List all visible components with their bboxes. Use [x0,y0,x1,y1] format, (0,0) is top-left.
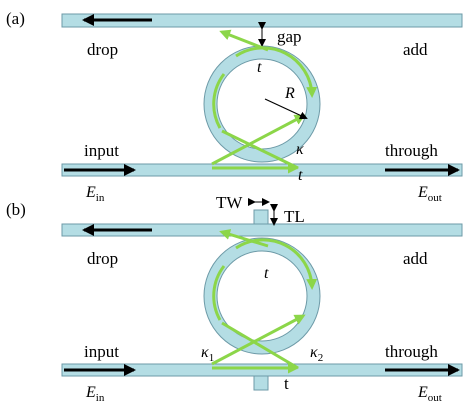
panel-a-light-ring-arc-left [212,73,226,129]
panel-b-light-cross-1 [211,314,306,366]
panel-a-radius-arrow [264,98,308,120]
panel-b-drop-label: drop [87,249,118,268]
panel-a-through-label: through [385,141,438,160]
panel-a-add-label: add [403,40,428,59]
panel-a: (a) drop add gap t R κ t [6,9,463,204]
panel-b-e-out-label: Eout [417,384,442,404]
panel-b-light-paths [211,229,318,374]
panel-a-light-cross-2 [221,129,299,170]
panel-a-drop-label: drop [87,40,118,59]
panel-a-light-drop-out [219,29,269,52]
panel-b-light-ring-arc [235,238,318,290]
panel-b-ring-inner [216,250,308,342]
panel-b-kappa2-label: κ2 [310,344,323,364]
panel-b-label: (b) [6,200,26,219]
panel-a-t-bottom-label: t [298,167,303,184]
panel-a-t-top-label: t [257,59,262,76]
panel-a-bottom-waveguide [61,163,463,177]
panel-b-input-label: input [84,342,119,361]
panel-a-e-in-label: Ein [85,184,105,204]
panel-b-kappa1-label: κ1 [201,344,214,364]
panel-b-bottom-stub [253,375,269,391]
panel-b-through-label: through [385,342,438,361]
panel-a-light-ring-arc [235,46,318,98]
panel-b-e-in-label: Ein [85,384,105,404]
panel-b-t-bottom-label: t [284,374,289,393]
panel-b-light-drop-out [219,229,269,248]
panel-b-t-top-label: t [264,265,269,282]
panel-a-light-cross-1 [211,114,306,166]
panel-b-add-label: add [403,249,428,268]
panel-a-light-paths [211,29,318,174]
panel-a-e-out-label: Eout [417,184,442,204]
panel-a-input-label: input [84,141,119,160]
panel-a-radius-label: R [284,85,295,102]
panel-b-top-stub [253,209,269,225]
panel-b-tl-label: TL [284,207,305,226]
panel-b-light-cross-2 [221,321,299,370]
panel-b-tw-label: TW [216,193,243,212]
panel-b-light-ring-arc-left [212,265,226,321]
panel-b: (b) TW TL drop add t [6,193,463,404]
panel-a-gap-label: gap [277,27,302,46]
panel-a-kappa-label: κ [296,141,304,158]
panel-a-label: (a) [6,9,25,28]
